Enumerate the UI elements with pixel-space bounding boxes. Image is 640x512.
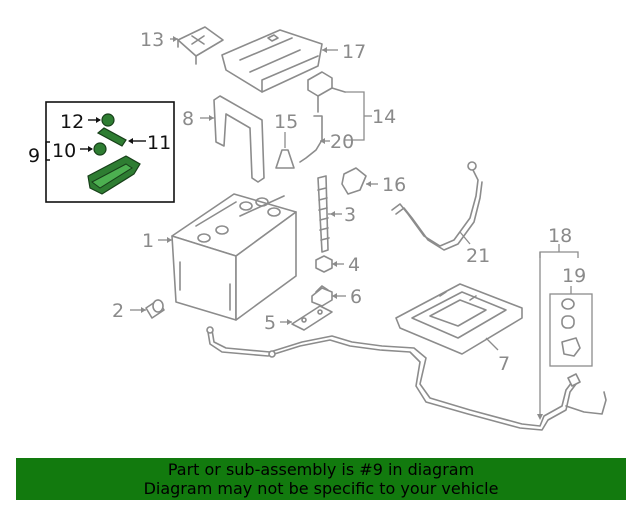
part-10-nut xyxy=(93,142,107,156)
callout-10[interactable]: 10 xyxy=(52,140,76,162)
part-18-19-group xyxy=(537,244,593,420)
part-info-banner: Part or sub-assembly is #9 in diagram Di… xyxy=(16,458,626,500)
callout-14[interactable]: 14 xyxy=(372,106,396,128)
part-17-battery-cover xyxy=(221,29,338,93)
part-1-battery xyxy=(158,193,297,321)
part-5-clamp-plate xyxy=(280,305,333,331)
part-2-bolt xyxy=(130,299,165,319)
callout-2[interactable]: 2 xyxy=(112,300,124,322)
part-8-holddown-frame xyxy=(200,95,265,183)
callout-18[interactable]: 18 xyxy=(548,225,572,247)
callout-1[interactable]: 1 xyxy=(142,230,154,252)
wiring-harness xyxy=(206,326,607,431)
callout-5[interactable]: 5 xyxy=(264,312,276,334)
banner-line-2: Diagram may not be specific to your vehi… xyxy=(143,479,499,498)
part-21-ground-cable xyxy=(391,161,483,251)
part-6-flange-nut xyxy=(311,285,346,307)
callout-19[interactable]: 19 xyxy=(562,265,586,287)
part-14-fuse-cable xyxy=(299,71,372,163)
inset-box xyxy=(45,101,175,203)
callout-13[interactable]: 13 xyxy=(140,29,164,51)
callout-21[interactable]: 21 xyxy=(466,245,490,267)
callout-4[interactable]: 4 xyxy=(348,254,360,276)
part-7-battery-tray xyxy=(395,283,523,355)
callout-9[interactable]: 9 xyxy=(28,145,40,167)
callout-6[interactable]: 6 xyxy=(350,286,362,308)
callout-7[interactable]: 7 xyxy=(498,353,510,375)
callout-3[interactable]: 3 xyxy=(344,204,356,226)
banner-line-1: Part or sub-assembly is #9 in diagram xyxy=(167,460,475,479)
part-16-sensor xyxy=(341,167,378,195)
callout-8[interactable]: 8 xyxy=(182,108,194,130)
callout-17[interactable]: 17 xyxy=(342,41,366,63)
part-13-bracket xyxy=(170,26,224,65)
callout-16[interactable]: 16 xyxy=(382,174,406,196)
callout-20[interactable]: 20 xyxy=(330,131,354,153)
part-4-nut xyxy=(315,255,344,273)
part-12-nut xyxy=(101,113,115,127)
callout-11[interactable]: 11 xyxy=(147,132,171,154)
part-15-cap xyxy=(275,132,295,169)
part-3-threaded-rod xyxy=(317,175,342,253)
callout-15[interactable]: 15 xyxy=(274,111,298,133)
part-11-strap xyxy=(96,127,127,147)
callout-12[interactable]: 12 xyxy=(60,111,84,133)
